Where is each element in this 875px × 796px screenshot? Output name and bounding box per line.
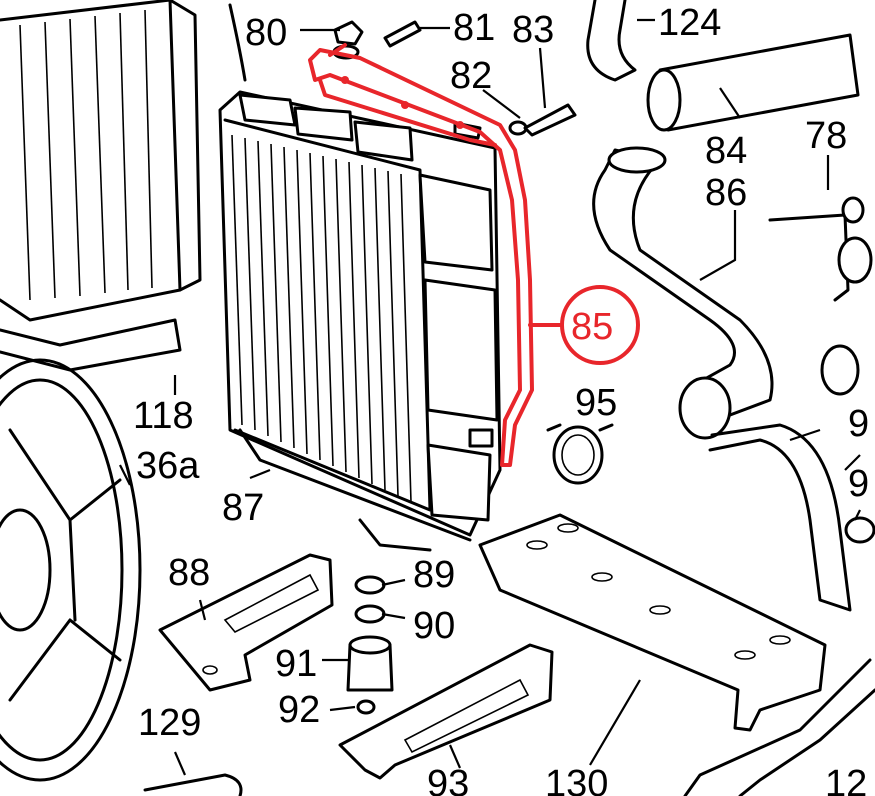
callout-80: 80	[245, 12, 287, 54]
callout-83: 83	[512, 9, 554, 51]
elbow-part-78	[768, 196, 873, 396]
intercooler-part-118	[0, 0, 247, 372]
cylinder-part-129	[143, 773, 243, 796]
callout-labels: 80 81 83 124 82 84 78 86 85 95 9 9 118 3…	[133, 2, 869, 796]
frame-part-12	[683, 658, 875, 796]
callout-95: 95	[575, 382, 617, 424]
callout-86: 86	[705, 172, 747, 214]
callout-84: 84	[705, 130, 747, 172]
callout-89: 89	[413, 554, 455, 596]
callout-87: 87	[222, 487, 264, 529]
callout-92: 92	[278, 689, 320, 731]
hose-part-124	[586, 0, 637, 82]
callout-129: 129	[138, 702, 201, 744]
bracket-part-88	[158, 553, 334, 692]
fasteners-80-81-82-83	[332, 20, 577, 140]
bracket-part-130	[478, 513, 827, 732]
callout-85: 85	[571, 306, 613, 348]
radiator-part-87	[218, 90, 502, 552]
callout-90: 90	[413, 605, 455, 647]
pipe-part-84	[646, 33, 860, 132]
callout-82: 82	[450, 55, 492, 97]
callout-130: 130	[545, 763, 608, 796]
callout-12: 12	[825, 763, 867, 796]
leader-lines	[119, 18, 861, 776]
clamp-part-95	[546, 423, 614, 485]
highlighted-part-85	[308, 43, 640, 467]
fan-part-36a	[0, 358, 142, 782]
callout-9-lower: 9	[848, 463, 869, 505]
bracket-part-93	[338, 643, 554, 780]
hose-part-86	[592, 146, 774, 440]
hose-part-9	[708, 423, 875, 612]
callout-124: 124	[658, 2, 721, 44]
callout-91: 91	[275, 643, 317, 685]
callout-118: 118	[133, 395, 194, 437]
callout-9-upper: 9	[848, 403, 869, 445]
callout-93: 93	[427, 763, 469, 796]
callout-78: 78	[805, 115, 847, 157]
callout-88: 88	[168, 552, 210, 594]
mounts-89-92	[346, 575, 394, 715]
callout-81: 81	[453, 7, 495, 49]
callout-36a: 36a	[136, 445, 200, 487]
